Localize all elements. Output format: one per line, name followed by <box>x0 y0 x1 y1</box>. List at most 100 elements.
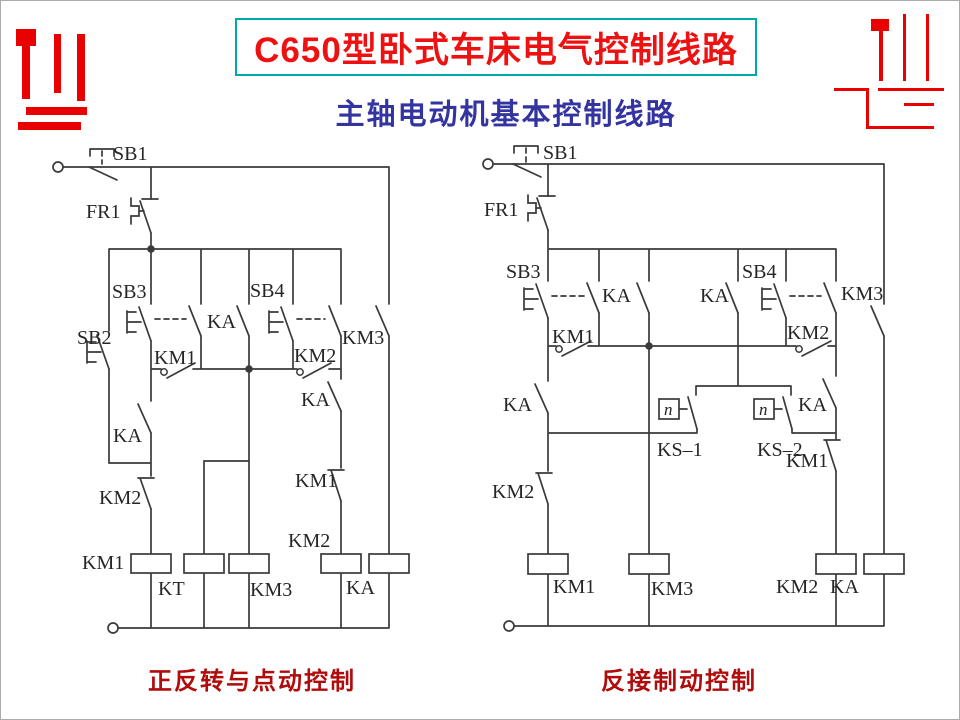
label-sb3: SB3 <box>112 281 146 303</box>
label-ka-coil: KA <box>346 577 375 599</box>
logo-bar <box>834 88 869 91</box>
terminal-top <box>52 161 64 173</box>
logo-bar <box>54 34 61 93</box>
km1-nc-interlock <box>327 469 345 502</box>
logo-bar <box>26 107 87 115</box>
sb1-stop-button <box>512 145 542 178</box>
label-ka-coil: KA <box>830 576 859 598</box>
label-km2-hold: KM2 <box>787 322 829 344</box>
km3-contact-group <box>328 305 390 337</box>
label-km1-hold: KM1 <box>552 326 594 348</box>
terminal-bottom <box>107 622 119 634</box>
logo-bar <box>866 88 869 129</box>
label-ks2: KS–2 <box>757 439 803 461</box>
logo-bar <box>866 126 934 129</box>
label-sb2: SB2 <box>77 327 111 349</box>
label-km2-nc: KM2 <box>492 481 534 503</box>
label-sb4: SB4 <box>742 261 776 283</box>
label-sb1: SB1 <box>113 143 147 165</box>
logo-top-left <box>16 29 87 130</box>
coil-km1 <box>130 553 172 574</box>
terminal-bottom <box>503 620 515 632</box>
ka-contact-right <box>327 381 342 412</box>
label-ka-b: KA <box>700 285 729 307</box>
left-circuit: SB1 FR1 SB2 SB3 KA SB4 KM3 KM1 KM2 KA KM… <box>52 143 410 634</box>
label-km3-top: KM3 <box>342 327 384 349</box>
sb4-start-button <box>761 283 822 319</box>
ks1-speed-contact <box>658 396 698 430</box>
label-n2: n <box>759 400 768 419</box>
sb2-jog-button <box>86 334 110 370</box>
junction-dot <box>245 365 253 373</box>
label-sb4: SB4 <box>250 280 284 302</box>
sb1-stop-button <box>88 148 118 181</box>
fr1-thermal-contact <box>527 194 556 231</box>
title-box: C650型卧式车床电气控制线路 <box>235 18 757 76</box>
logo-block <box>16 29 36 46</box>
label-km1-coil: KM1 <box>82 552 124 574</box>
coil-km3 <box>228 553 270 574</box>
junction-dot <box>645 342 653 350</box>
label-km1-coil: KM1 <box>553 576 595 598</box>
ka-contact-left <box>534 383 549 414</box>
coil-ka <box>368 553 410 574</box>
km2-nc-interlock <box>137 477 155 510</box>
label-ka-left: KA <box>503 394 532 416</box>
label-km3-top: KM3 <box>841 283 883 305</box>
logo-top-right <box>834 14 944 129</box>
label-ks1: KS–1 <box>657 439 703 461</box>
page-title: C650型卧式车床电气控制线路 <box>254 30 738 70</box>
label-sb1: SB1 <box>543 142 577 164</box>
coil-km3 <box>628 553 670 575</box>
label-km2-coil-tag: KM2 <box>288 530 330 552</box>
sb3-start-button <box>523 283 585 319</box>
label-km2-hold: KM2 <box>294 345 336 367</box>
sb3-start-button <box>126 306 187 342</box>
right-wires <box>492 163 885 627</box>
label-fr1: FR1 <box>86 201 120 223</box>
km1-nc-interlock <box>823 439 841 472</box>
logo-bar <box>878 88 944 91</box>
ka-contact-top-right <box>725 282 739 314</box>
label-km1-nc: KM1 <box>295 470 337 492</box>
label-sb3: SB3 <box>506 261 540 283</box>
ka-contact-right <box>822 378 837 409</box>
ka-contact-top <box>188 305 250 337</box>
logo-bar <box>926 14 929 81</box>
label-km3-coil: KM3 <box>250 579 292 601</box>
logo-bar <box>22 46 30 99</box>
label-km2-nc: KM2 <box>99 487 141 509</box>
left-wires <box>62 166 390 629</box>
sb4-start-button <box>268 306 326 342</box>
label-km1-nc: KM1 <box>786 450 828 472</box>
label-ka-top: KA <box>207 311 236 333</box>
caption-left: 正反转与点动控制 <box>148 668 356 695</box>
junction-dot <box>147 245 155 253</box>
ks2-speed-contact <box>753 396 793 430</box>
label-ka-mid: KA <box>113 425 142 447</box>
label-fr1: FR1 <box>484 199 518 221</box>
terminal-top <box>482 158 494 170</box>
right-circuit: SB1 FR1 SB3 KA KA SB4 KM3 KM1 KM2 KA n n… <box>482 142 905 632</box>
label-ka-right: KA <box>798 394 827 416</box>
label-ka-right: KA <box>301 389 330 411</box>
speed-relay-box <box>658 398 680 420</box>
coil-km1 <box>527 553 569 575</box>
label-n1: n <box>664 400 673 419</box>
speed-relay-box <box>753 398 775 420</box>
coil-kt <box>183 553 225 574</box>
logo-bar <box>18 122 81 130</box>
page-subtitle: 主轴电动机基本控制线路 <box>335 99 677 131</box>
km2-holding-contact <box>296 362 332 379</box>
km1-holding-contact <box>160 362 196 379</box>
logo-bar <box>77 34 85 101</box>
km2-holding-contact <box>795 340 832 357</box>
logo-bar <box>879 31 883 81</box>
label-km2-coil: KM2 <box>776 576 818 598</box>
fr1-thermal-contact <box>130 197 159 234</box>
label-km1-hold: KM1 <box>154 347 196 369</box>
km1-holding-contact <box>555 340 592 357</box>
km2-nc-interlock <box>535 472 553 505</box>
